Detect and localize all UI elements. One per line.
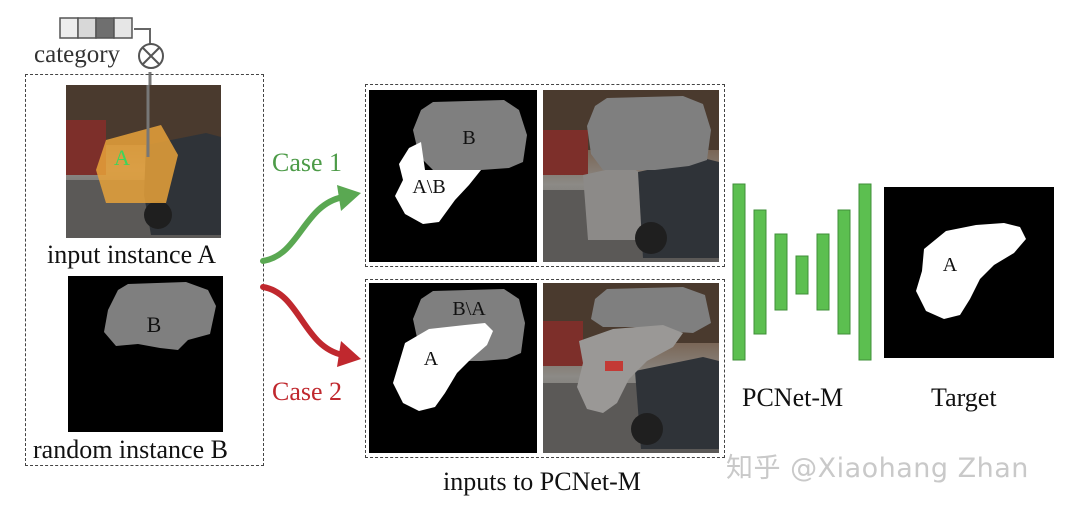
case1-mask-diff-text: A\B: [412, 176, 445, 198]
case1-image: [543, 90, 719, 262]
case1-frame: [365, 84, 725, 267]
category-vector: [59, 17, 135, 39]
case1-mask: B A\B: [369, 90, 537, 262]
case2-mask: B\A A: [369, 283, 537, 453]
target-label: Target: [931, 383, 997, 412]
input-instance-a-label: input instance A: [47, 240, 216, 269]
case-arrows: [260, 185, 361, 367]
instance-a-letter: A: [114, 145, 130, 170]
case2-image: [543, 283, 719, 453]
target-mask: A: [884, 187, 1054, 358]
category-label: category: [34, 41, 121, 68]
left-panel-frame: [25, 74, 264, 466]
case2-frame: [365, 279, 725, 458]
inputs-to-pcnet-label: inputs to PCNet-M: [443, 467, 641, 496]
input-instance-a-image: A: [66, 85, 221, 238]
random-instance-b-mask: B: [68, 276, 223, 432]
case2-mask-a-letter: A: [424, 348, 439, 370]
pcnet-m-network-icon: [732, 183, 872, 361]
instance-b-letter: B: [147, 312, 162, 337]
case2-mask-diff-text: B\A: [452, 298, 486, 320]
watermark-text: 知乎 @Xiaohang Zhan: [726, 453, 1029, 484]
case1-mask-b-letter: B: [462, 127, 475, 149]
pcnet-m-label: PCNet-M: [742, 383, 844, 412]
random-instance-b-label: random instance B: [33, 435, 228, 464]
case2-label: Case 2: [272, 377, 343, 406]
target-letter: A: [943, 254, 958, 276]
multiply-icon: [137, 42, 165, 70]
case1-label: Case 1: [272, 148, 343, 177]
